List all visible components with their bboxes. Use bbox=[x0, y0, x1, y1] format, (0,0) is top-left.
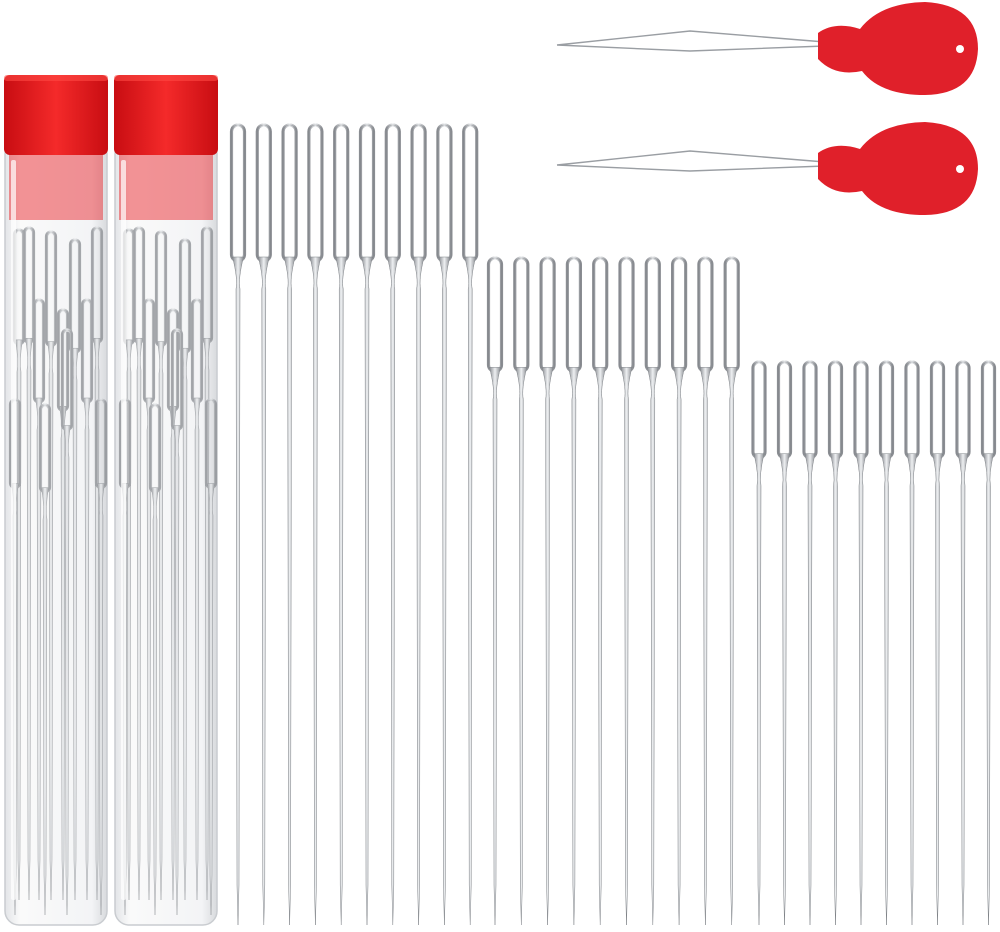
tube-needles bbox=[8, 226, 108, 916]
needle-tube bbox=[4, 75, 108, 926]
needle-threader bbox=[556, 2, 978, 95]
needle-in-tube bbox=[80, 298, 94, 901]
needle-tube bbox=[114, 75, 218, 926]
needle-small bbox=[955, 360, 971, 926]
needle-in-tube bbox=[32, 298, 46, 901]
needle-in-tube bbox=[68, 238, 82, 901]
needle-in-tube bbox=[60, 328, 74, 916]
needle-small bbox=[904, 360, 920, 926]
needle-large bbox=[333, 123, 350, 926]
needle-medium bbox=[697, 256, 714, 926]
needle-medium bbox=[565, 256, 583, 926]
needle-small bbox=[853, 360, 869, 926]
needle-large bbox=[436, 123, 453, 926]
needle-in-tube bbox=[22, 226, 36, 901]
needle-in-tube bbox=[142, 298, 156, 901]
needle-medium bbox=[670, 256, 688, 926]
needle-small bbox=[776, 360, 793, 926]
needle-medium bbox=[513, 256, 530, 926]
needle-small bbox=[802, 360, 818, 926]
needle-medium bbox=[592, 256, 609, 926]
needle-in-tube bbox=[204, 398, 218, 916]
needle-small bbox=[980, 360, 997, 926]
needle-large bbox=[358, 123, 376, 926]
red-cap bbox=[4, 75, 108, 155]
needle-medium bbox=[644, 256, 661, 926]
needle-in-tube bbox=[170, 328, 184, 916]
needle-medium bbox=[723, 256, 740, 926]
needle-in-tube bbox=[38, 403, 52, 916]
needle-in-tube bbox=[148, 403, 162, 916]
needle-large bbox=[281, 123, 298, 926]
needle-small bbox=[929, 360, 946, 926]
needle-threader bbox=[556, 122, 978, 215]
needle-large bbox=[255, 123, 272, 926]
needle-large bbox=[384, 123, 401, 926]
needle-small bbox=[751, 360, 767, 926]
needle-medium bbox=[486, 256, 504, 926]
needle-medium bbox=[618, 256, 635, 926]
needle-small bbox=[827, 360, 844, 926]
needle-in-tube bbox=[132, 226, 146, 901]
red-cap bbox=[114, 75, 218, 155]
threader-handle bbox=[818, 2, 978, 95]
needle-large bbox=[229, 123, 247, 926]
needle-large bbox=[410, 123, 427, 926]
needle-in-tube bbox=[190, 298, 204, 901]
threader-handle bbox=[818, 122, 978, 215]
needle-medium bbox=[539, 256, 556, 926]
needle-large bbox=[462, 123, 479, 926]
needle-large bbox=[307, 123, 324, 926]
needle-small bbox=[878, 360, 895, 926]
needle-in-tube bbox=[178, 238, 192, 901]
needle-in-tube bbox=[94, 398, 108, 916]
